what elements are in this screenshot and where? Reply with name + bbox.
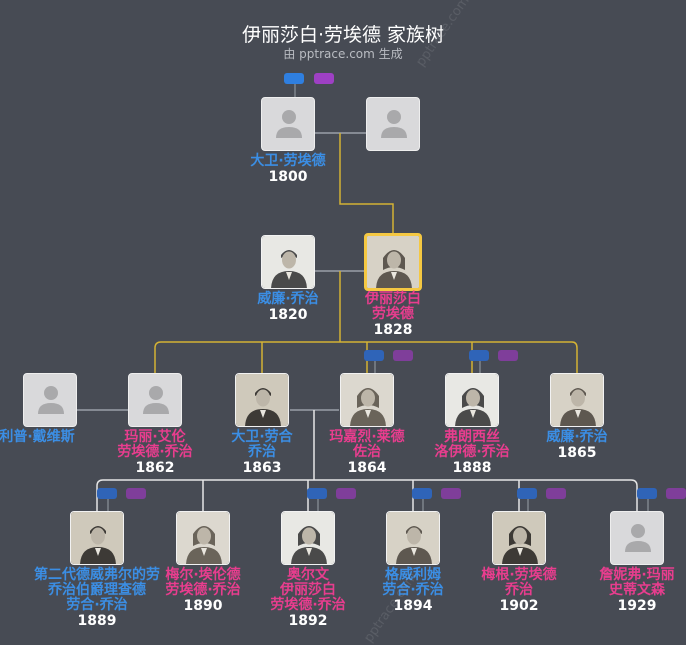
expand-male-toggle[interactable]: [469, 350, 489, 361]
person-name: 威廉·乔治: [546, 429, 608, 445]
chart-subtitle: 由 pptrace.com 生成: [283, 47, 403, 61]
birth-year: 1894: [393, 598, 433, 614]
person-photo[interactable]: [445, 373, 499, 427]
birth-year: 1800: [268, 169, 308, 185]
person-photo[interactable]: [261, 235, 315, 289]
person-name: 奥尔文: [287, 567, 329, 583]
person-name: 劳埃德: [372, 306, 414, 322]
birth-year: 1862: [135, 460, 175, 476]
birth-year: 1828: [373, 322, 413, 338]
avatar-placeholder-icon[interactable]: [261, 97, 315, 151]
person-photo[interactable]: [340, 373, 394, 427]
person-photo[interactable]: [364, 233, 422, 291]
person-label: 菲利普·戴维斯: [0, 430, 110, 445]
birth-year: 1865: [557, 445, 597, 461]
avatar-placeholder-icon[interactable]: [128, 373, 182, 427]
avatar-placeholder-icon[interactable]: [610, 511, 664, 565]
expand-male-toggle[interactable]: [412, 488, 432, 499]
person-name: 洛伊德·乔治: [434, 444, 510, 460]
person-photo[interactable]: [281, 511, 335, 565]
expand-male-toggle[interactable]: [517, 488, 537, 499]
person-name: 詹妮弗·玛丽: [599, 567, 675, 583]
birth-year: 1863: [242, 460, 282, 476]
person-name: 劳埃德·乔治: [165, 582, 241, 598]
person-name: 玛丽·艾伦: [124, 429, 186, 445]
person-name: 伊丽莎白: [365, 291, 421, 307]
person-name: 大卫·劳合: [231, 429, 293, 445]
birth-year: 1820: [268, 307, 308, 323]
person-name: 格威利姆: [385, 567, 441, 583]
birth-year: 1902: [499, 598, 539, 614]
person-name: 劳合·乔治: [382, 582, 444, 598]
person-name: 乔治伯爵理查德: [48, 582, 146, 598]
birth-year: 1890: [183, 598, 223, 614]
person-name: 梅根·劳埃德: [481, 567, 557, 583]
expand-female-toggle[interactable]: [498, 350, 518, 361]
ancestry-line: [339, 133, 394, 235]
expand-female-toggle[interactable]: [126, 488, 146, 499]
birth-year: 1892: [288, 613, 328, 629]
person-photo[interactable]: [386, 511, 440, 565]
birth-year: 1929: [617, 598, 657, 614]
expand-male-toggle[interactable]: [364, 350, 384, 361]
birth-year: 1864: [347, 460, 387, 476]
person-name: 玛嘉烈·莱德: [329, 429, 405, 445]
expand-female-toggle[interactable]: [546, 488, 566, 499]
person-name: 威廉·乔治: [257, 291, 319, 307]
person-name: 梅尔·埃伦德: [165, 567, 241, 583]
person-name: 伊丽莎白: [280, 582, 336, 598]
avatar-placeholder-icon[interactable]: [366, 97, 420, 151]
expand-female-toggle[interactable]: [336, 488, 356, 499]
person-name: 菲利普·戴维斯: [0, 429, 75, 445]
person-name: 劳埃德·乔治: [270, 597, 346, 613]
expand-female-toggle[interactable]: [441, 488, 461, 499]
person-name: 佐治: [353, 444, 381, 460]
expand-female-toggle[interactable]: [666, 488, 686, 499]
person-name: 乔治: [248, 444, 276, 460]
person-name: 大卫·劳埃德: [250, 153, 326, 169]
expand-female-toggle[interactable]: [314, 73, 334, 84]
person-name: 第二代德威弗尔的劳: [34, 567, 160, 583]
person-photo[interactable]: [550, 373, 604, 427]
expand-female-toggle[interactable]: [393, 350, 413, 361]
birth-year: 1889: [77, 613, 117, 629]
chart-title: 伊丽莎白·劳埃德 家族树: [241, 24, 445, 46]
expand-male-toggle[interactable]: [637, 488, 657, 499]
person-name: 弗朗西丝: [444, 429, 500, 445]
person-name: 史蒂文森: [609, 582, 665, 598]
person-name: 劳合·乔治: [66, 597, 128, 613]
expand-male-toggle[interactable]: [97, 488, 117, 499]
children-bus: [96, 479, 638, 511]
person-name: 乔治: [505, 582, 533, 598]
expand-male-toggle[interactable]: [307, 488, 327, 499]
avatar-placeholder-icon[interactable]: [23, 373, 77, 427]
person-photo[interactable]: [176, 511, 230, 565]
birth-year: 1888: [452, 460, 492, 476]
expand-male-toggle[interactable]: [284, 73, 304, 84]
person-photo[interactable]: [235, 373, 289, 427]
person-photo[interactable]: [70, 511, 124, 565]
person-name: 劳埃德·乔治: [117, 444, 193, 460]
person-photo[interactable]: [492, 511, 546, 565]
